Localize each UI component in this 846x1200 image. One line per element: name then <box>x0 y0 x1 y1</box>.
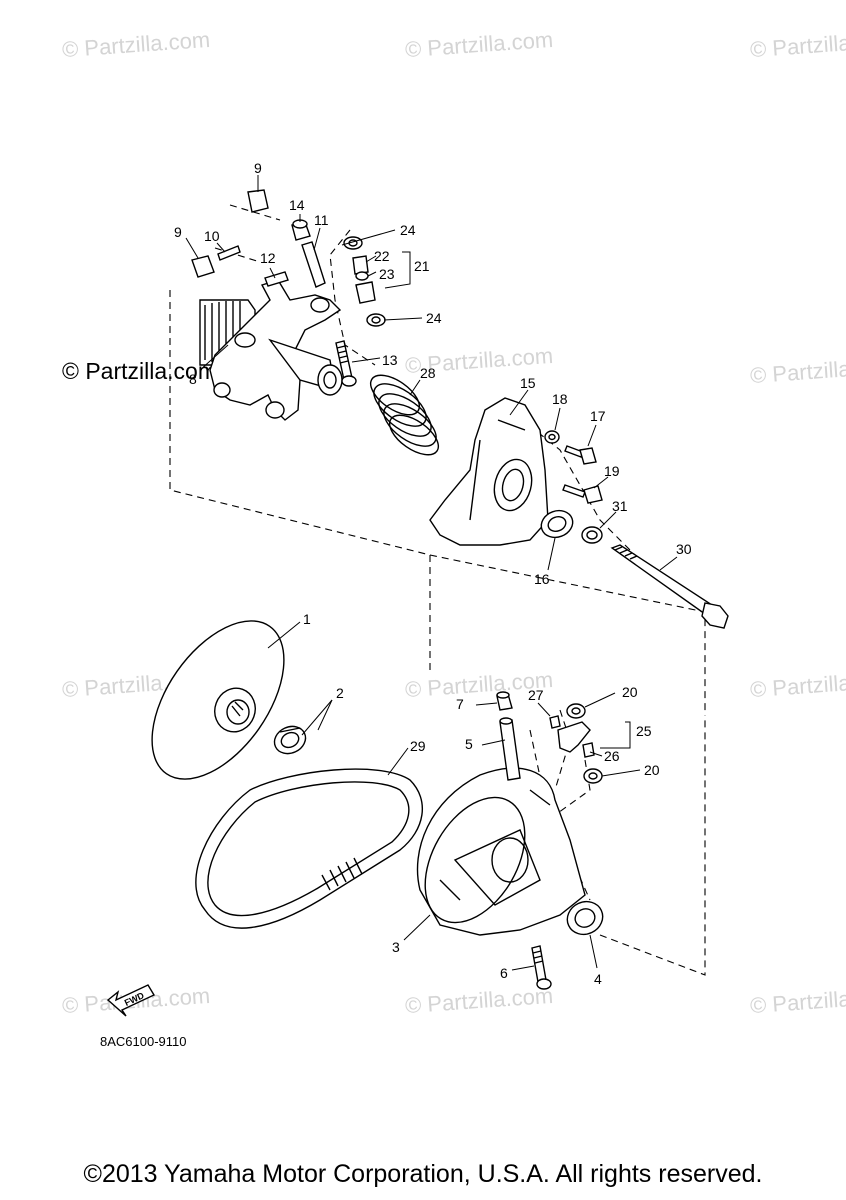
movable-sheave-3 <box>416 767 586 936</box>
callout-31: 31 <box>612 498 628 514</box>
callout-6: 6 <box>500 965 508 981</box>
callout-11: 11 <box>314 212 329 228</box>
fwd-arrow-icon: FWD <box>106 984 155 1017</box>
callout-10: 10 <box>204 228 220 244</box>
bushing-2 <box>273 725 307 755</box>
watermark: © Partzilla.com <box>62 358 217 384</box>
callout-27: 27 <box>528 687 544 703</box>
leader-lines <box>185 175 678 971</box>
callout-14: 14 <box>289 197 305 213</box>
callout-21: 21 <box>414 258 430 274</box>
callout-8: 8 <box>189 371 197 387</box>
roller-set <box>343 236 386 327</box>
callout-7: 7 <box>456 696 464 712</box>
callout-22: 22 <box>374 248 390 264</box>
callout-4: 4 <box>594 971 602 987</box>
callout-24a: 24 <box>400 222 416 238</box>
drive-belt-29 <box>195 768 424 929</box>
callout-2: 2 <box>336 685 344 701</box>
callout-30: 30 <box>676 541 692 557</box>
diagram-part-number: 8AC6100-9110 <box>100 1034 187 1049</box>
callout-18: 18 <box>552 391 568 407</box>
callout-9b: 9 <box>174 224 182 240</box>
callout-9a: 9 <box>254 160 262 176</box>
callout-labels: 1 2 3 4 5 6 7 8 9 9 10 11 12 13 14 15 16… <box>174 160 692 987</box>
callout-20a: 20 <box>622 684 638 700</box>
small-hardware-lower <box>496 691 552 990</box>
long-bolt-30 <box>610 544 729 629</box>
callout-24b: 24 <box>426 310 442 326</box>
callout-5: 5 <box>465 736 473 752</box>
callout-16: 16 <box>534 571 550 587</box>
callout-1: 1 <box>303 611 311 627</box>
bushing-4 <box>566 900 604 936</box>
spring-28 <box>369 374 440 456</box>
cover-hardware <box>544 430 603 544</box>
callout-25: 25 <box>636 723 652 739</box>
bolt-13 <box>335 340 357 387</box>
callout-20b: 20 <box>644 762 660 778</box>
callout-3: 3 <box>392 939 400 955</box>
callout-29: 29 <box>410 738 426 754</box>
fixed-sheave-1 <box>151 620 285 780</box>
copyright-notice: ©2013 Yamaha Motor Corporation, U.S.A. A… <box>83 1160 763 1188</box>
callout-26: 26 <box>604 748 620 764</box>
callout-19: 19 <box>604 463 620 479</box>
callout-12: 12 <box>260 250 276 266</box>
callout-28: 28 <box>420 365 436 381</box>
callout-15: 15 <box>520 375 536 391</box>
arm-assembly <box>549 703 603 784</box>
primary-sheave-spider <box>199 279 343 421</box>
cap-cover-15 <box>429 397 549 546</box>
bushing-16 <box>540 509 574 539</box>
small-hardware-upper <box>191 189 326 288</box>
callout-13: 13 <box>382 352 398 368</box>
callout-17: 17 <box>590 408 606 424</box>
callout-23: 23 <box>379 266 395 282</box>
